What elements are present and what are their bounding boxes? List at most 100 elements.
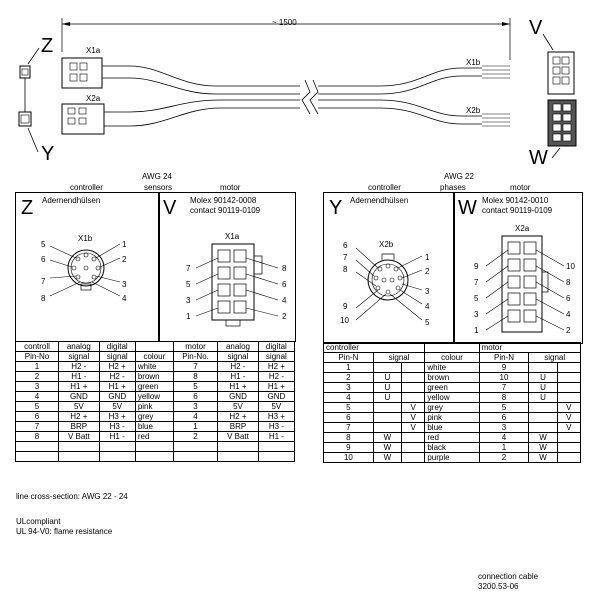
table-cell <box>556 372 582 383</box>
table-cell: 6 <box>478 412 530 423</box>
z-panel-title: Adernendhülsen <box>42 196 101 205</box>
label-x2a: X2a <box>86 94 101 103</box>
w-pin-right-4: 4 <box>566 310 571 319</box>
label-y: Y <box>41 143 55 165</box>
table-cell: pink <box>134 401 174 412</box>
z-pin-right-3: 3 <box>122 280 127 289</box>
table-cell: 3 <box>172 401 219 412</box>
table-cell <box>172 441 219 452</box>
title-block-line2: 3200.53-06 <box>478 582 519 591</box>
v-pin-left-7: 7 <box>186 264 191 273</box>
table-cell <box>401 372 426 383</box>
y-pin-left-9: 9 <box>343 302 348 311</box>
y-pin-right-5: 5 <box>425 318 430 327</box>
table-cell: black <box>424 442 480 453</box>
table-cell <box>14 451 60 462</box>
table-cell <box>528 362 558 373</box>
table-cell: 4 <box>323 392 374 403</box>
y-pin-left-6: 6 <box>343 241 348 250</box>
table-cell <box>134 341 174 352</box>
table-cell: analog <box>217 341 259 352</box>
note-ul-94: UL 94-V0: flame resistance <box>16 527 113 536</box>
table-cell <box>58 441 100 452</box>
x1a-molex-connector <box>195 243 279 327</box>
label-x2b: X2b <box>466 106 481 115</box>
table-cell: signal <box>372 352 426 363</box>
table-cell: H2 - <box>58 361 100 372</box>
table-cell: Pin-N <box>323 352 374 363</box>
table-cell <box>401 452 426 463</box>
table-cell: U <box>372 382 403 393</box>
table-cell: 8 <box>14 431 60 442</box>
table-cell: pink <box>424 412 480 423</box>
table-cell: signal <box>217 351 259 362</box>
table-cell: grey <box>134 411 174 422</box>
table-cell: GND <box>217 391 259 402</box>
table-cell <box>556 452 582 463</box>
table-cell: U <box>372 392 403 403</box>
table-cell: colour <box>424 352 480 363</box>
table-cell: H1 - <box>217 371 259 382</box>
table-cell <box>528 402 558 413</box>
v-pin-right-2: 2 <box>282 312 287 321</box>
table-cell: colour <box>134 351 174 362</box>
note-ul-compliant: ULcompliant <box>16 517 61 526</box>
table-cell: H2 + <box>217 411 259 422</box>
z-pin-left-7: 7 <box>41 277 46 286</box>
table-cell: H2 - <box>98 371 136 382</box>
table-row <box>14 451 296 462</box>
table-cell <box>556 392 582 403</box>
y-pin-left-8: 8 <box>343 265 348 274</box>
table-cell: brown <box>424 372 480 383</box>
table-cell <box>528 412 558 423</box>
table-cell: V <box>556 412 582 423</box>
table-cell: brown <box>134 371 174 382</box>
y-pin-left-10: 10 <box>340 316 349 325</box>
z-pin-left-5: 5 <box>41 240 46 249</box>
w-panel-connector: X2a <box>515 224 530 233</box>
table-cell: 3 <box>478 422 530 433</box>
v-pin-left-1: 1 <box>186 312 191 321</box>
table-cell <box>172 451 219 462</box>
table-cell: Pin-N <box>478 352 530 363</box>
table-cell <box>401 382 426 393</box>
table-cell: Pin-No <box>14 351 60 362</box>
table-cell: 2 <box>14 371 60 382</box>
y-panel-title: Adernendhülsen <box>350 196 409 205</box>
table-cell: H3 - <box>257 421 296 432</box>
table-cell: 1 <box>14 361 60 372</box>
table-cell: 5V <box>217 401 259 412</box>
table-cell <box>134 451 174 462</box>
v-panel-title1: Molex 90142-0008 <box>190 196 257 205</box>
table-cell: W <box>528 432 558 443</box>
table-cell: signal <box>528 352 581 363</box>
table-cell: 7 <box>172 361 219 372</box>
table-cell: green <box>134 381 174 392</box>
y-pin-left-7: 7 <box>343 253 348 262</box>
w-pin-left-5: 5 <box>474 294 479 303</box>
table-cell <box>217 441 259 452</box>
table-cell <box>424 342 480 353</box>
table-cell: W <box>372 442 403 453</box>
table-cell: 5 <box>14 401 60 412</box>
table-cell: V Batt <box>217 431 259 442</box>
table-cell: H1 - <box>257 431 296 442</box>
w-panel-title1: Molex 90142-0010 <box>482 196 549 205</box>
table-cell: 8 <box>478 392 530 403</box>
z-pin-right-1: 1 <box>122 240 127 249</box>
table-cell: analog <box>58 341 100 352</box>
table-cell: 8 <box>172 371 219 382</box>
table-cell: H1 - <box>58 371 100 382</box>
table-cell: 5 <box>478 402 530 413</box>
y-panel-connector: X2b <box>379 240 394 249</box>
table-cell: 4 <box>478 432 530 443</box>
table-cell <box>556 362 582 373</box>
z-panel-connector: X1b <box>78 234 93 243</box>
table-cell: 5V <box>98 401 136 412</box>
v-panel-connector: X1a <box>225 232 240 241</box>
w-pin-left-3: 3 <box>474 310 479 319</box>
table-cell: 2 <box>323 372 374 383</box>
